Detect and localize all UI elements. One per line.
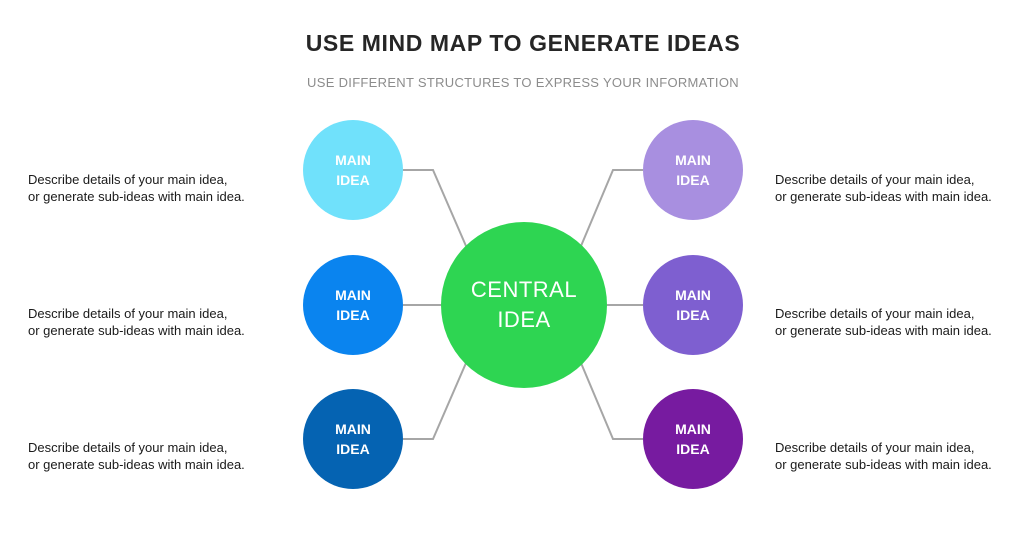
page-title: USE MIND MAP TO GENERATE IDEAS <box>305 30 741 56</box>
description-left-1: Describe details of your main idea, or g… <box>28 171 278 205</box>
main-idea-node-right-1: MAIN IDEA <box>643 120 743 220</box>
main-idea-node-right-2: MAIN IDEA <box>643 255 743 355</box>
main-idea-node-left-3: MAIN IDEA <box>303 389 403 489</box>
main-idea-line2: IDEA <box>336 441 370 457</box>
connector-left-1 <box>403 169 467 247</box>
central-idea-node: CENTRAL IDEA <box>441 222 607 388</box>
description-line1: Describe details of your main idea, <box>775 440 975 455</box>
description-line2: or generate sub-ideas with main idea. <box>28 457 245 472</box>
description-line1: Describe details of your main idea, <box>775 172 975 187</box>
central-idea-line1: CENTRAL <box>470 277 578 302</box>
main-idea-node-left-1: MAIN IDEA <box>303 120 403 220</box>
description-line1: Describe details of your main idea, <box>28 440 228 455</box>
main-idea-node-left-2: MAIN IDEA <box>303 255 403 355</box>
description-line1: Describe details of your main idea, <box>28 306 228 321</box>
main-idea-line2: IDEA <box>676 441 710 457</box>
description-left-3: Describe details of your main idea, or g… <box>28 439 278 473</box>
central-idea-label: CENTRAL IDEA <box>459 275 589 335</box>
main-idea-line1: MAIN <box>335 287 371 303</box>
description-line2: or generate sub-ideas with main idea. <box>775 323 992 338</box>
description-right-1: Describe details of your main idea, or g… <box>775 171 1025 205</box>
connector-right-3 <box>580 362 643 440</box>
description-line2: or generate sub-ideas with main idea. <box>28 189 245 204</box>
description-line1: Describe details of your main idea, <box>775 306 975 321</box>
page-subtitle: USE DIFFERENT STRUCTURES TO EXPRESS YOUR… <box>307 75 739 90</box>
main-idea-line1: MAIN <box>675 152 711 168</box>
description-right-2: Describe details of your main idea, or g… <box>775 305 1025 339</box>
main-idea-line2: IDEA <box>676 307 710 323</box>
main-idea-line1: MAIN <box>335 421 371 437</box>
main-idea-line2: IDEA <box>676 172 710 188</box>
description-right-3: Describe details of your main idea, or g… <box>775 439 1025 473</box>
main-idea-line2: IDEA <box>336 307 370 323</box>
connector-right-1 <box>580 169 643 247</box>
description-line2: or generate sub-ideas with main idea. <box>775 189 992 204</box>
description-line2: or generate sub-ideas with main idea. <box>28 323 245 338</box>
description-line1: Describe details of your main idea, <box>28 172 228 187</box>
main-idea-line1: MAIN <box>675 421 711 437</box>
central-idea-line2: IDEA <box>497 307 551 332</box>
main-idea-line2: IDEA <box>336 172 370 188</box>
connector-left-3 <box>403 362 467 440</box>
description-left-2: Describe details of your main idea, or g… <box>28 305 278 339</box>
main-idea-line1: MAIN <box>675 287 711 303</box>
description-line2: or generate sub-ideas with main idea. <box>775 457 992 472</box>
main-idea-line1: MAIN <box>335 152 371 168</box>
main-idea-node-right-3: MAIN IDEA <box>643 389 743 489</box>
